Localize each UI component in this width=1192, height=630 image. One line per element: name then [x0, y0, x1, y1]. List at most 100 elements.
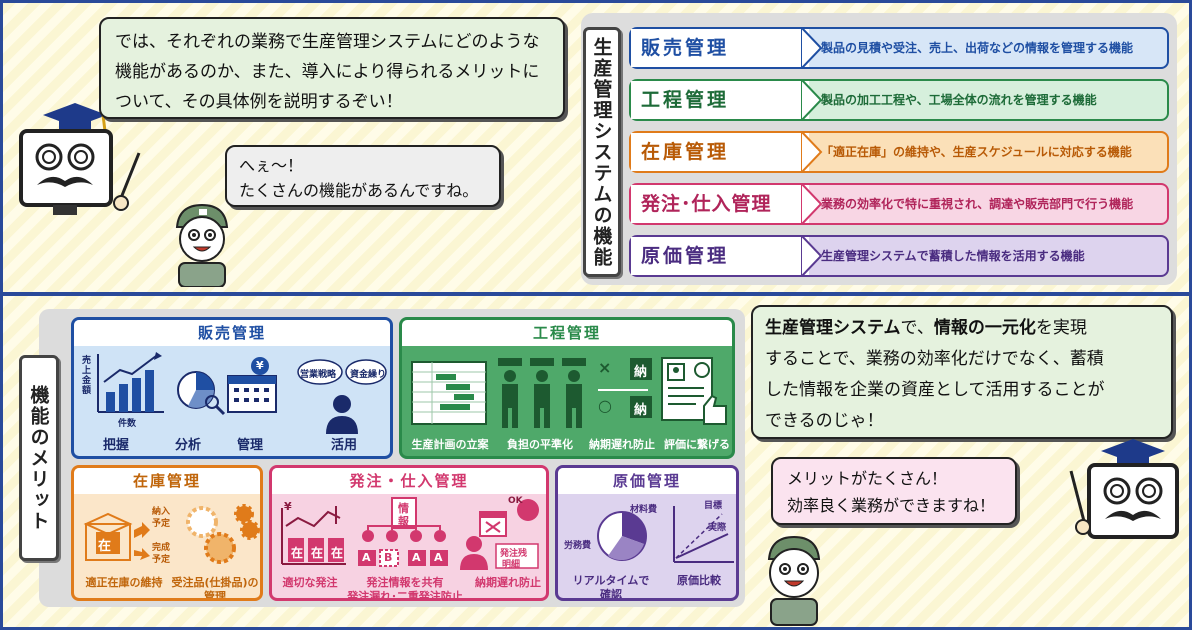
mark-deliver: 納	[634, 365, 648, 380]
caption: 負担の平準化	[507, 438, 573, 451]
supplier-label: A	[362, 551, 371, 564]
function-label: 工程管理	[631, 81, 809, 119]
function-description: 生産管理システムで蓄積した情報を活用する機能	[821, 249, 1085, 263]
line-label: 目標	[704, 501, 723, 511]
bubble-text: を実現	[1035, 318, 1087, 338]
caption: 評価に繋げる	[664, 438, 730, 451]
caption: 適切な発注	[282, 576, 338, 589]
caption: リアルタイムで	[572, 574, 650, 587]
professor-speech-bubble-2: 生産管理システムで、情報の一元化を実現 することで、業務の効率化だけでなく、蓄積…	[751, 305, 1173, 439]
merit-box-title: 原価管理	[558, 468, 736, 494]
function-description: 「適正在庫」の維持や、生産スケジュールに対応する機能	[821, 145, 1132, 159]
stock-char: 在	[291, 546, 304, 560]
bubble-line: では、それぞれの業務で生産管理システムにどのような	[115, 32, 540, 52]
merits-title: 機能のメリット	[19, 355, 59, 561]
bubble-line: へぇ～！	[239, 156, 304, 175]
function-description: 製品の見積や受注、売上、出荷などの情報を管理する機能	[821, 41, 1134, 55]
cost-pie-icon	[597, 511, 647, 561]
caption: 活用	[330, 438, 357, 453]
caption: 管理	[236, 438, 263, 453]
schedule-label: 納入	[152, 507, 171, 517]
tag-funds: 資金繰り	[350, 370, 387, 380]
bubble-line: した情報を企業の資産として活用することが	[765, 380, 1105, 400]
mark-cross: ×	[598, 358, 612, 377]
caption: 管理	[204, 590, 226, 601]
caption: 原価比較	[677, 574, 721, 587]
pie-label: 材料費	[630, 505, 658, 515]
doc-char: 情	[398, 502, 409, 515]
merit-box-purchase: 発注・仕入管理 ¥ 在 在 在 情 報 A B A	[269, 465, 549, 601]
bubble-line: 機能があるのか、また、導入により得られるメリットに	[115, 62, 540, 82]
emphasis-text: 情報の一元化	[933, 318, 1036, 338]
bubble-line: ついて、その具体例を説明するぞい！	[115, 92, 403, 112]
system-functions-title: 生産管理システムの機能	[583, 27, 621, 277]
emphasis-text: 生産管理システム	[765, 318, 901, 338]
schedule-label: 予定	[152, 555, 171, 565]
arrow-icon	[801, 79, 823, 121]
arrow-icon	[801, 235, 823, 277]
box-char: 在	[98, 539, 112, 554]
function-description: 製品の加工工程や、工場全体の流れを管理する機能	[821, 93, 1097, 107]
bubble-line: 効率良く業務ができますね！	[787, 496, 996, 515]
tag-strategy: 営業戦略	[300, 370, 337, 380]
bubble-text: で、	[900, 318, 934, 338]
order-chart-icon	[281, 506, 346, 565]
badge-line: 明細	[502, 560, 521, 570]
schedule-label: 完成	[152, 543, 171, 553]
merit-box-title: 発注・仕入管理	[272, 468, 546, 494]
caption: 発注漏れ･二重発注防止	[347, 590, 463, 601]
function-description: 業務の効率化で特に重視され、調達や販売部門で行う機能	[821, 197, 1134, 211]
arrow-icon	[801, 183, 823, 225]
caption: 生産計画の立案	[411, 438, 489, 451]
calendar-icon	[227, 357, 277, 413]
line-label: 実際	[708, 523, 727, 533]
bubble-line: できるのじゃ！	[765, 411, 884, 431]
arrow-icon	[801, 27, 823, 69]
caption: 発注情報を共有	[366, 576, 444, 589]
worker-character-icon	[175, 203, 229, 287]
worker-speech-bubble-2: メリットがたくさん！ 効率良く業務ができますね！	[771, 457, 1017, 525]
merit-box-cost: 原価管理 材料費 労務費 目標 実際 リアルタイムで 確認 原価比較	[555, 465, 739, 601]
caption: 確認	[600, 588, 622, 601]
ok-label: OK	[508, 496, 523, 506]
function-label: 販売管理	[631, 29, 809, 67]
badge-line: 発注残	[500, 549, 528, 559]
supplier-label: B	[384, 551, 393, 564]
stock-char: 在	[311, 546, 324, 560]
merit-box-title: 販売管理	[74, 320, 390, 346]
merit-box-process: 工程管理 × 納 ○ 納	[399, 317, 735, 459]
ok-person-icon	[460, 499, 539, 570]
professor-speech-bubble: では、それぞれの業務で生産管理システムにどのような 機能があるのか、また、導入に…	[99, 17, 565, 119]
chart-y-label: 売上金額	[82, 356, 92, 396]
shared-info-tree-icon	[358, 497, 448, 567]
gantt-sheet-icon	[411, 361, 487, 425]
function-row-cost: 原価管理 生産管理システムで蓄積した情報を活用する機能	[629, 235, 1169, 277]
chart-x-label: 件数	[118, 419, 137, 429]
caption: 受注品(仕掛品)の	[171, 576, 259, 589]
merit-box-sales: 販売管理 売上金額 件数 ¥	[71, 317, 393, 459]
bubble-line: することで、業務の効率化だけでなく、蓄積	[765, 349, 1104, 369]
caption: 把握	[102, 438, 129, 453]
professor-character-icon	[19, 103, 141, 215]
bubble-line: たくさんの機能があるんですね。	[239, 181, 479, 200]
function-row-purchase: 発注･仕入管理 業務の効率化で特に重視され、調達や販売部門で行う機能	[629, 183, 1169, 225]
function-label: 原価管理	[631, 237, 809, 275]
gears-icon	[186, 504, 260, 564]
caption: 適正在庫の維持	[85, 576, 163, 589]
section-divider	[3, 292, 1189, 296]
worker-character-icon	[767, 535, 821, 626]
function-label: 在庫管理	[631, 133, 809, 171]
function-row-sales: 販売管理 製品の見積や受注、売上、出荷などの情報を管理する機能	[629, 27, 1169, 69]
caption: 納期遅れ防止	[475, 576, 541, 589]
yen-mark: ¥	[284, 500, 292, 513]
caption: 分析	[174, 438, 201, 453]
sales-growth-chart-icon	[97, 352, 164, 413]
supplier-label: A	[434, 551, 443, 564]
worker-speech-bubble: へぇ～！ たくさんの機能があるんですね。	[225, 145, 501, 207]
mark-circle: ○	[598, 396, 612, 415]
function-row-inventory: 在庫管理 「適正在庫」の維持や、生産スケジュールに対応する機能	[629, 131, 1169, 173]
inventory-box-icon	[83, 512, 150, 561]
professor-character-icon	[1069, 439, 1179, 539]
bubble-line: メリットがたくさん！	[787, 469, 948, 488]
supplier-label: A	[412, 551, 421, 564]
